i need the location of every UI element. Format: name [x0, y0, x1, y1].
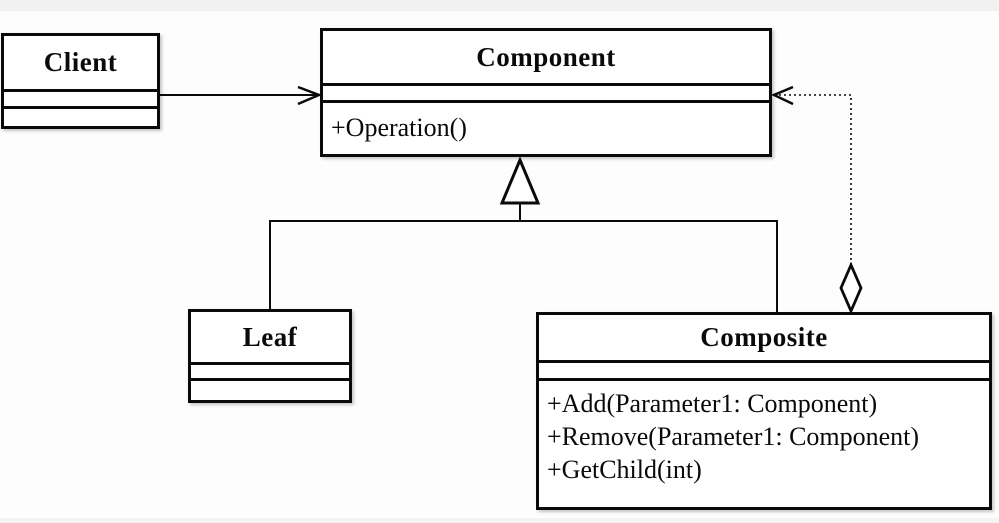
page-edge-bottom — [0, 518, 999, 523]
operation-item: +Remove(Parameter1: Component) — [547, 422, 920, 451]
operations-compartment — [4, 106, 157, 126]
operation-item: +GetChild(int) — [547, 455, 702, 484]
page-edge-top — [0, 0, 999, 11]
attributes-compartment — [4, 89, 157, 106]
association-client-component — [160, 85, 323, 106]
class-name-client: Client — [43, 47, 118, 77]
aggregation-diamond-icon — [839, 261, 863, 315]
operation-item: +Add(Parameter1: Component) — [547, 389, 878, 418]
class-box-leaf: Leaf — [188, 309, 352, 403]
attributes-compartment — [191, 362, 349, 378]
class-box-component: Component +Operation() — [320, 28, 772, 157]
class-box-client: Client — [1, 33, 160, 129]
class-name-composite: Composite — [700, 322, 828, 352]
operations-compartment — [191, 378, 349, 400]
inheritance-triangle-icon — [499, 156, 541, 205]
attributes-compartment — [323, 83, 769, 100]
open-arrowhead-icon — [297, 85, 323, 106]
class-box-composite: Composite +Add(Parameter1: Component) +R… — [536, 312, 992, 510]
aggregation-component-composite — [770, 85, 863, 315]
attributes-compartment — [539, 360, 989, 378]
class-name-component: Component — [476, 41, 616, 72]
operations-compartment: +Operation() — [323, 100, 769, 154]
class-name-leaf: Leaf — [242, 321, 298, 352]
operation-item: +Operation() — [331, 113, 467, 142]
operations-compartment: +Add(Parameter1: Component) +Remove(Para… — [539, 378, 989, 507]
generalization-tree-leaf-composite-component — [269, 156, 778, 313]
open-arrowhead-icon — [770, 85, 794, 106]
